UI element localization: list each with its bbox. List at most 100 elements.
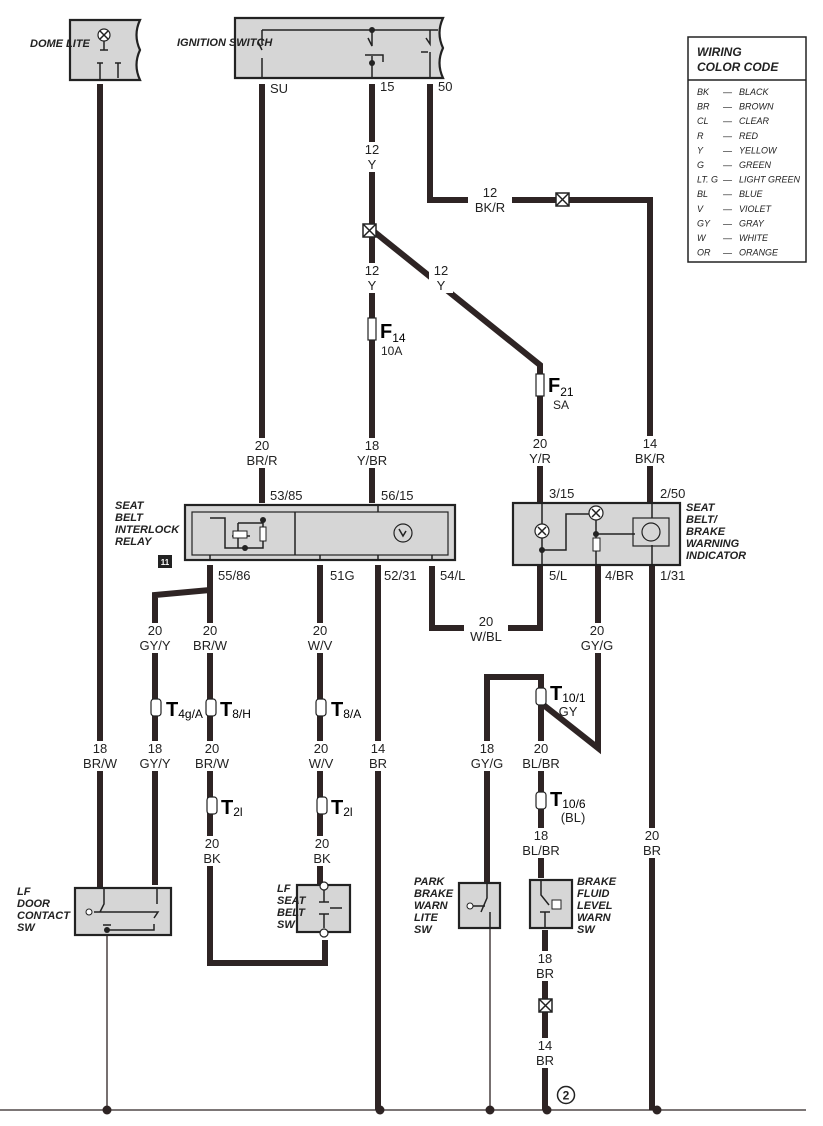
- svg-text:18: 18: [93, 741, 107, 756]
- color-name: WHITE: [739, 233, 769, 243]
- svg-text:5/L: 5/L: [549, 568, 567, 583]
- svg-text:18: 18: [365, 438, 379, 453]
- svg-text:20: 20: [590, 623, 604, 638]
- svg-text:(BL): (BL): [561, 810, 586, 825]
- svg-text:T2l: T2l: [221, 797, 243, 819]
- relay-label: SEAT BELT INTERLOCK RELAY: [115, 500, 180, 548]
- color-code-entry: R—RED: [697, 131, 759, 141]
- svg-text:BL/BR: BL/BR: [522, 756, 560, 771]
- svg-text:BRAKE: BRAKE: [414, 888, 454, 900]
- connector-icon: [535, 791, 547, 810]
- svg-text:2: 2: [563, 1089, 570, 1103]
- flasher-icon: [393, 523, 413, 543]
- dash: —: [722, 87, 733, 97]
- svg-text:Y/BR: Y/BR: [357, 453, 387, 468]
- color-code-entry: LT. G—LIGHT GREEN: [697, 175, 801, 185]
- connector-icon: [206, 796, 218, 815]
- color-name: VIOLET: [739, 204, 773, 214]
- color-code-entry: V—VIOLET: [697, 204, 773, 214]
- svg-text:F21: F21: [548, 375, 574, 399]
- pin-labels: SU 15 50 53/85 56/15 55/86 51G 52/31 54/…: [218, 79, 685, 583]
- connector-t8-a: T8/A: [315, 698, 361, 721]
- svg-text:52/31: 52/31: [384, 568, 417, 583]
- flasher-icon: [641, 522, 661, 542]
- svg-text:55/86: 55/86: [218, 568, 251, 583]
- color-name: GRAY: [739, 218, 765, 228]
- svg-text:WARNING: WARNING: [686, 538, 740, 550]
- svg-text:BRAKE: BRAKE: [577, 876, 617, 888]
- wire-15-branch: [370, 227, 543, 503]
- color-name: RED: [739, 131, 759, 141]
- svg-text:GY: GY: [559, 704, 578, 719]
- color-code-entry: CL—CLEAR: [697, 116, 770, 126]
- svg-text:GY/Y: GY/Y: [139, 756, 170, 771]
- connector-icon: [205, 698, 217, 717]
- svg-text:20: 20: [534, 741, 548, 756]
- svg-text:20: 20: [203, 623, 217, 638]
- brake-fluid-level-warn-sw: BRAKE FLUID LEVEL WARN SW: [528, 876, 617, 936]
- color-code-entry: GY—GRAY: [697, 218, 765, 228]
- color-code: Y: [697, 145, 704, 155]
- brake-fluid-sw-label: BRAKE FLUID LEVEL WARN SW: [577, 876, 617, 936]
- svg-text:20: 20: [255, 438, 269, 453]
- svg-text:14: 14: [643, 436, 657, 451]
- svg-text:15: 15: [380, 79, 394, 94]
- color-name: GREEN: [739, 160, 772, 170]
- color-code: GY: [697, 218, 711, 228]
- door-contact-label: LF DOOR CONTACT SW: [17, 886, 71, 934]
- svg-text:BELT: BELT: [115, 512, 144, 524]
- connector-t8-h: T8/H: [205, 698, 251, 721]
- color-name: BLACK: [739, 87, 770, 97]
- connector-t10-1: T10/1GY: [535, 683, 586, 719]
- color-name: LIGHT GREEN: [739, 175, 801, 185]
- color-code: W: [697, 233, 707, 243]
- dash: —: [722, 116, 733, 126]
- fuse-f21: F21 SA: [535, 373, 574, 412]
- svg-text:LITE: LITE: [414, 912, 438, 924]
- svg-text:BR: BR: [536, 966, 554, 981]
- svg-text:F14: F14: [380, 321, 406, 345]
- indicator-label: SEAT BELT/ BRAKE WARNING INDICATOR: [686, 502, 746, 562]
- dome-lite: DOME LITE: [30, 18, 142, 82]
- color-code-title: COLOR CODE: [697, 60, 779, 74]
- color-code-title: WIRING: [697, 45, 742, 59]
- connector-t4g-a: T4g/A: [150, 698, 203, 721]
- svg-text:W/BL: W/BL: [470, 629, 502, 644]
- color-code: R: [697, 131, 704, 141]
- connector-t10-6: T10/6(BL): [535, 789, 586, 825]
- svg-text:LF: LF: [17, 886, 31, 898]
- svg-text:20: 20: [315, 836, 329, 851]
- svg-text:BK/R: BK/R: [635, 451, 665, 466]
- splice-icon: [362, 223, 377, 238]
- svg-text:SW: SW: [577, 924, 596, 936]
- color-code: OR: [697, 248, 711, 258]
- svg-text:BR: BR: [643, 843, 661, 858]
- color-code-entry: W—WHITE: [697, 233, 769, 243]
- svg-text:BK: BK: [203, 851, 221, 866]
- svg-text:54/L: 54/L: [440, 568, 465, 583]
- color-name: BROWN: [739, 102, 774, 112]
- svg-text:BELT/: BELT/: [686, 514, 719, 526]
- relay-badge: [158, 555, 172, 568]
- svg-text:12: 12: [434, 263, 448, 278]
- wire-label: 20Y/R: [523, 436, 557, 466]
- connector-icon: [150, 698, 162, 717]
- svg-text:T4g/A: T4g/A: [166, 699, 203, 721]
- color-code-entry: OR—ORANGE: [697, 248, 779, 258]
- svg-text:12: 12: [365, 142, 379, 157]
- wire-55-86-seatbelt: [207, 590, 328, 966]
- svg-text:20: 20: [205, 741, 219, 756]
- color-code-entry: BR—BROWN: [697, 102, 774, 112]
- svg-text:20: 20: [313, 623, 327, 638]
